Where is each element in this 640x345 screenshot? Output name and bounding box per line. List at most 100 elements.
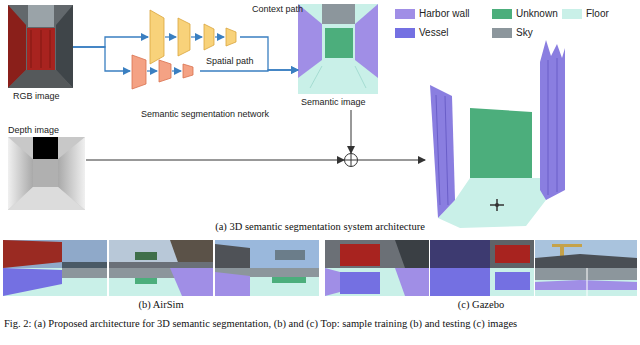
context-path-arrows-part <box>165 36 176 37</box>
context-path-arrows-part <box>215 36 224 37</box>
airsim-samples-part <box>109 240 213 268</box>
network-region: Semantic segmentation networkContext pat… <box>125 3 295 123</box>
node-label: Context path <box>252 4 303 14</box>
spatial-path-layers-part <box>132 55 146 89</box>
sum-symbol-part <box>351 154 352 166</box>
gazebo-samples-part <box>325 240 429 268</box>
semantic-picture-part <box>298 4 322 78</box>
gazebo-samples-part <box>535 268 637 280</box>
airsim-samples-part <box>3 240 107 268</box>
semantic-picture-part <box>310 66 322 88</box>
semantic-image-box: Semantic image <box>298 4 378 94</box>
airsim-samples-part <box>109 268 213 296</box>
flow-arrow <box>200 70 298 71</box>
legend-label: Unknown <box>516 8 558 20</box>
spatial-path-arrows-part <box>147 70 157 71</box>
node-label: Semantic segmentation network <box>141 109 269 119</box>
semantic-picture-part <box>325 28 353 58</box>
spatial-path-arrows-part <box>172 70 181 71</box>
point-cloud-part <box>557 58 558 192</box>
airsim-samples-part <box>272 277 306 283</box>
legend-label: Vessel <box>419 27 448 39</box>
semantic-picture <box>298 4 378 94</box>
gazebo-samples-part <box>552 244 582 247</box>
gazebo-samples-part <box>430 240 490 268</box>
airsim-samples-part <box>135 278 157 284</box>
airsim-samples-part <box>3 268 62 296</box>
legend-swatch <box>492 9 512 19</box>
context-path-layers-part <box>226 28 236 46</box>
fusion-lines <box>86 110 425 160</box>
semantic-picture-part <box>355 66 366 88</box>
gazebo-samples-part <box>395 268 429 296</box>
gazebo-samples-part <box>430 268 534 296</box>
gazebo-samples-part <box>325 268 429 296</box>
airsim-samples-part <box>3 240 62 268</box>
rgb-photo-part <box>8 70 73 88</box>
legend-swatch <box>492 28 512 38</box>
gazebo-samples-part <box>535 240 637 268</box>
sum-symbol-part <box>345 154 358 167</box>
depth-picture-part <box>8 137 85 210</box>
sum-symbol <box>345 154 358 167</box>
gazebo-samples-part <box>535 254 637 268</box>
context-path-layers-part <box>178 18 190 56</box>
depth-picture <box>8 137 85 210</box>
spatial-path-block: Spatial path <box>130 52 200 90</box>
airsim-samples-part <box>3 268 107 296</box>
point-cloud-part <box>495 203 499 207</box>
gazebo-samples-part <box>430 268 490 296</box>
depth-picture-part <box>8 187 85 210</box>
legend-swatch <box>395 9 415 19</box>
depth-picture-part <box>33 159 58 187</box>
fusion-lines-part <box>86 160 344 161</box>
semantic-picture-part <box>355 4 378 78</box>
rgb-photo-part <box>28 5 54 27</box>
sub-caption: (a) 3D semantic segmentation system arch… <box>215 221 425 233</box>
rgb-photo <box>8 5 73 88</box>
airsim-samples-part <box>62 268 107 278</box>
gazebo-samples-part <box>535 280 637 290</box>
gazebo-samples-part <box>340 272 380 294</box>
context-path-layers-part <box>150 10 164 64</box>
airsim-samples-part <box>215 272 250 296</box>
point-cloud-part <box>470 108 532 178</box>
gazebo-samples-part <box>495 245 530 263</box>
rgb-photo-part <box>27 28 55 70</box>
airsim-samples-part <box>109 268 179 278</box>
airsim-samples <box>3 240 319 296</box>
airsim-samples-part <box>135 252 157 260</box>
depth-image-box: Depth image <box>8 137 85 210</box>
point-cloud-part <box>548 60 549 195</box>
rgb-image-box: RGB image <box>8 5 73 88</box>
sub-caption: (b) AirSim <box>138 299 183 311</box>
sub-caption: (c) Gazebo <box>458 299 504 311</box>
airsim-samples-part <box>275 250 305 260</box>
spatial-path-layers-part <box>183 64 193 78</box>
fusion-lines-part <box>358 160 425 161</box>
gazebo-samples-part <box>395 240 429 268</box>
fusion-lines-part <box>351 110 352 153</box>
airsim-samples-part <box>215 244 250 268</box>
semantic-picture-part <box>298 4 378 94</box>
semantic-picture-part <box>322 4 355 24</box>
gazebo-samples-part <box>340 244 380 266</box>
flow-arrow <box>73 47 130 71</box>
legend-label: Harbor wall <box>419 8 470 20</box>
legend-label: Sky <box>516 27 533 39</box>
legend-swatch <box>395 28 415 38</box>
gazebo-samples-part <box>535 268 637 296</box>
spatial-path-arrows <box>147 70 181 71</box>
point-cloud-part <box>430 85 455 218</box>
point-cloud-part <box>445 96 448 205</box>
legend-label: Floor <box>586 8 609 20</box>
gazebo-samples-part <box>325 268 340 296</box>
context-path-arrows <box>165 36 224 37</box>
spatial-path-layers <box>132 55 193 89</box>
point-cloud-part <box>436 95 440 205</box>
node-label: Depth image <box>8 125 59 135</box>
node-label: Spatial path <box>206 56 254 66</box>
